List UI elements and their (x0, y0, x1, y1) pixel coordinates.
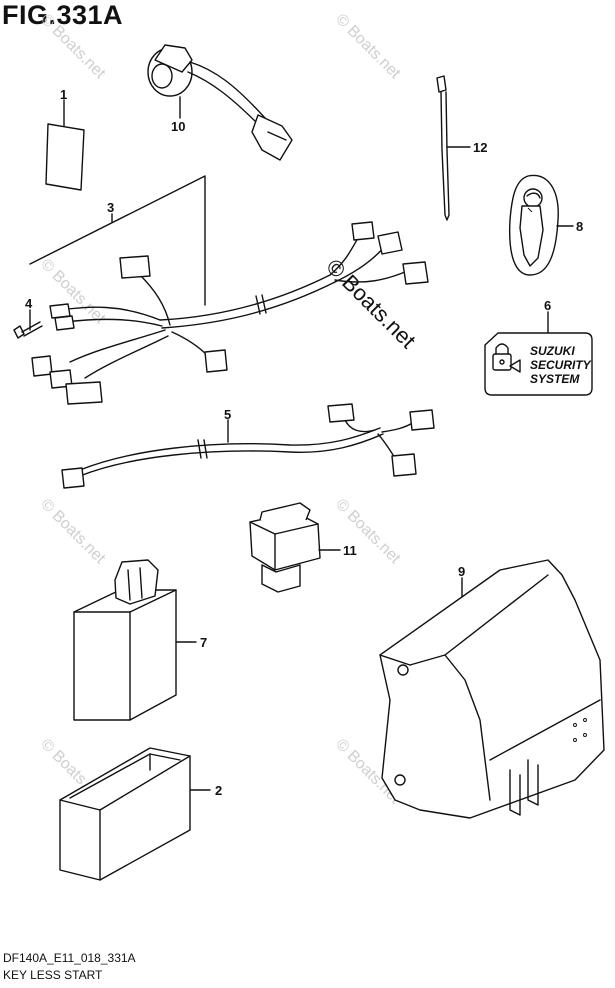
security-label-line-1: SUZUKI (530, 344, 575, 358)
callout-6: 6 (544, 298, 551, 313)
security-label-line-2: SECURITY (530, 358, 592, 372)
part-8-key-fob (508, 174, 574, 276)
callout-10: 10 (171, 119, 185, 134)
callout-11: 11 (343, 543, 357, 558)
callout-7: 7 (200, 635, 207, 650)
callout-5: 5 (224, 407, 231, 422)
figure-name: KEY LESS START (3, 968, 103, 982)
callout-3: 3 (107, 200, 114, 215)
part-5-harness (61, 403, 435, 489)
figure-title: FIG.331A (2, 0, 124, 30)
part-10-receiver (147, 44, 293, 161)
watermark: © Boats.net (37, 256, 109, 328)
security-label-line-3: SYSTEM (530, 372, 580, 386)
callout-9: 9 (458, 564, 465, 579)
callout-12: 12 (473, 140, 487, 155)
part-2-holder (59, 747, 211, 881)
watermark: © Boats.net (332, 11, 404, 83)
callout-1: 1 (60, 87, 67, 102)
part-11-relay (249, 502, 341, 593)
part-7-control-unit (73, 559, 197, 721)
part-6-security-label: SUZUKI SECURITY SYSTEM (484, 311, 593, 396)
watermark: © Boats.net (37, 496, 109, 568)
part-9-bracket (379, 559, 605, 819)
part-4-screw (13, 309, 43, 339)
part-12-cable-tie (436, 75, 471, 221)
part-3-main-harness (29, 175, 429, 405)
callout-8: 8 (576, 219, 583, 234)
callout-numbers: 1 2 3 4 5 6 7 8 9 10 11 12 (25, 87, 583, 798)
watermark: © Boats.net (37, 11, 109, 83)
part-1-card (45, 99, 85, 191)
callout-2: 2 (215, 783, 222, 798)
callout-4: 4 (25, 296, 33, 311)
drawing-code: DF140A_E11_018_331A (3, 951, 136, 965)
